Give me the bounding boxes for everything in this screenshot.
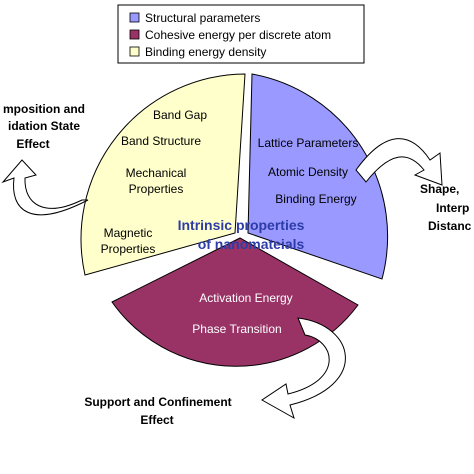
label-mechanical: Mechanical [126, 166, 187, 180]
legend-label-cohesive: Cohesive energy per discrete atom [145, 28, 331, 42]
legend-swatch-cohesive [129, 29, 140, 40]
label-phase-transition: Phase Transition [192, 322, 281, 336]
sector-binding-energy-density [80, 73, 246, 276]
bottom-curved-arrow-icon [261, 317, 346, 420]
label-binding-energy: Binding Energy [275, 192, 356, 206]
label-lattice-parameters: Lattice Parameters [258, 136, 359, 150]
legend-swatch-binding [129, 46, 140, 57]
right-effect-line2: Interp [436, 201, 469, 215]
label-band-gap: Band Gap [153, 108, 207, 122]
left-curved-arrow-icon [1, 159, 89, 216]
legend-swatch-structural [129, 12, 140, 23]
right-curved-arrow-icon [355, 138, 443, 186]
label-magnetic-properties: Properties [101, 242, 156, 256]
center-title-line1: Intrinsic properties [178, 217, 305, 233]
legend: Structural parameters Cohesive energy pe… [117, 4, 365, 64]
legend-label-structural: Structural parameters [145, 11, 260, 25]
right-effect-line1: Shape, [420, 182, 459, 196]
legend-label-binding: Binding energy density [145, 45, 266, 59]
left-effect-line2: idation State [8, 119, 80, 133]
label-band-structure: Band Structure [121, 134, 201, 148]
left-effect-line3: Effect [16, 137, 49, 151]
label-activation-energy: Activation Energy [199, 291, 292, 305]
legend-frame [117, 4, 365, 64]
center-title-line2: of nanomateials [198, 236, 305, 252]
bottom-effect-line2: Effect [140, 413, 173, 427]
label-atomic-density: Atomic Density [268, 165, 348, 179]
sector-cohesive-energy [111, 237, 359, 367]
bottom-effect-line1: Support and Confinement [84, 395, 231, 409]
label-magnetic: Magnetic [104, 226, 153, 240]
left-effect-line1: mposition and [3, 102, 85, 116]
right-effect-line3: Distanc [428, 219, 472, 233]
label-mechanical-properties: Properties [129, 182, 184, 196]
